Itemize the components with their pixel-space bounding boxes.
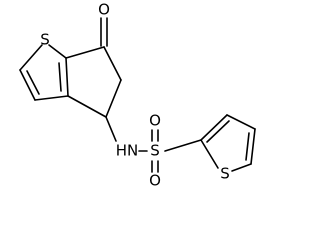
atom-oxygen-sulfonyl-top: O <box>149 112 161 130</box>
atom-nitrogen-amide: HN <box>116 142 139 160</box>
bond-c5-c4 <box>105 79 122 118</box>
pendant-thiophene-ring <box>200 114 256 172</box>
bond-c3a-c6a <box>65 57 69 97</box>
bond-s-c2prime <box>164 139 202 152</box>
bond-s-c2p <box>200 139 219 169</box>
fused-thiophene-ring <box>19 44 69 101</box>
bond-c6a-s1 <box>48 44 67 59</box>
bond-c6-c5 <box>103 46 122 81</box>
chemical-structure-diagram: O S HN S O O S <box>19 1 256 190</box>
cyclopentanone-ring <box>65 17 122 118</box>
bond-c2p-c3p-inner <box>206 120 230 143</box>
atom-sulfur-pendant-thiophene: S <box>220 165 230 183</box>
atom-oxygen-sulfonyl-bottom: O <box>149 172 161 190</box>
bond-s1-c2 <box>19 44 43 71</box>
atom-sulfur-sulfonyl: S <box>150 142 160 160</box>
bond-c3-c3a <box>34 95 69 101</box>
bond-c4-c3a <box>67 95 107 118</box>
bond-c2-c3-inner <box>26 70 40 95</box>
bond-c3a-c6a-inner <box>58 62 62 92</box>
bond-c2p-c3p <box>200 114 228 141</box>
bond-c4-n <box>105 116 117 142</box>
bond-c6a-c6 <box>65 46 105 59</box>
sulfonamide-linker <box>105 116 202 173</box>
bond-c3p-c4p <box>226 114 256 130</box>
atom-oxygen-carbonyl: O <box>98 1 110 19</box>
bond-c4p-c5p-inner <box>245 132 250 161</box>
atom-sulfur-fused-thiophene: S <box>40 31 50 49</box>
bond-c2-c3 <box>19 69 36 101</box>
bond-c4p-c5p <box>250 128 256 165</box>
bond-c5p-s <box>231 163 252 172</box>
